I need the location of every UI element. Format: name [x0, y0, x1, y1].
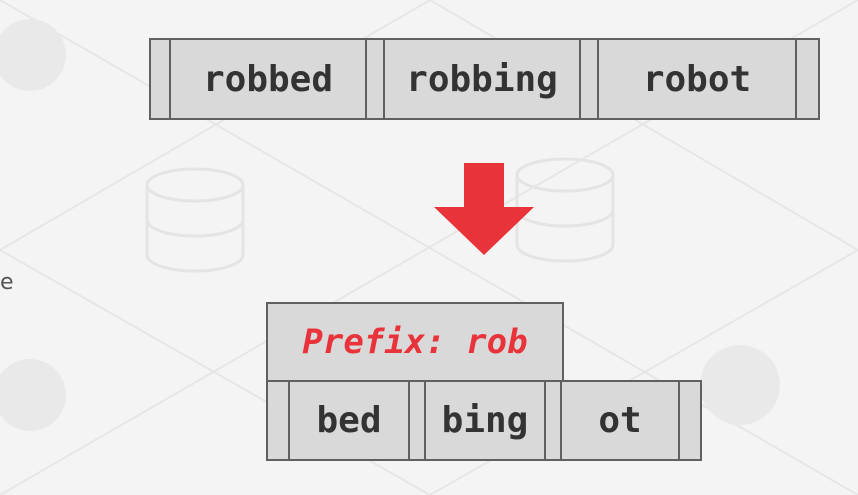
key-cell: robot	[599, 40, 797, 118]
uncompressed-node: robbed robbing robot	[149, 38, 820, 120]
prefix-label: Prefix: rob	[266, 302, 564, 382]
skull-icon	[0, 19, 780, 431]
cell-separator	[797, 40, 818, 118]
cell-separator	[546, 382, 562, 459]
key-cell: robbing	[385, 40, 581, 118]
cell-separator	[581, 40, 599, 118]
edge-text-fragment: e	[0, 270, 14, 295]
database-icon	[145, 167, 245, 273]
cell-separator	[367, 40, 385, 118]
key-cell: robbed	[171, 40, 367, 118]
cell-separator	[680, 382, 700, 459]
suffix-cell: ot	[562, 382, 680, 459]
cell-separator	[410, 382, 426, 459]
suffix-cell: bing	[426, 382, 546, 459]
cell-separator	[268, 382, 290, 459]
compressed-node: bed bing ot	[266, 380, 702, 461]
arrow-down-icon	[434, 163, 534, 255]
suffix-cell: bed	[290, 382, 410, 459]
cell-separator	[151, 40, 171, 118]
